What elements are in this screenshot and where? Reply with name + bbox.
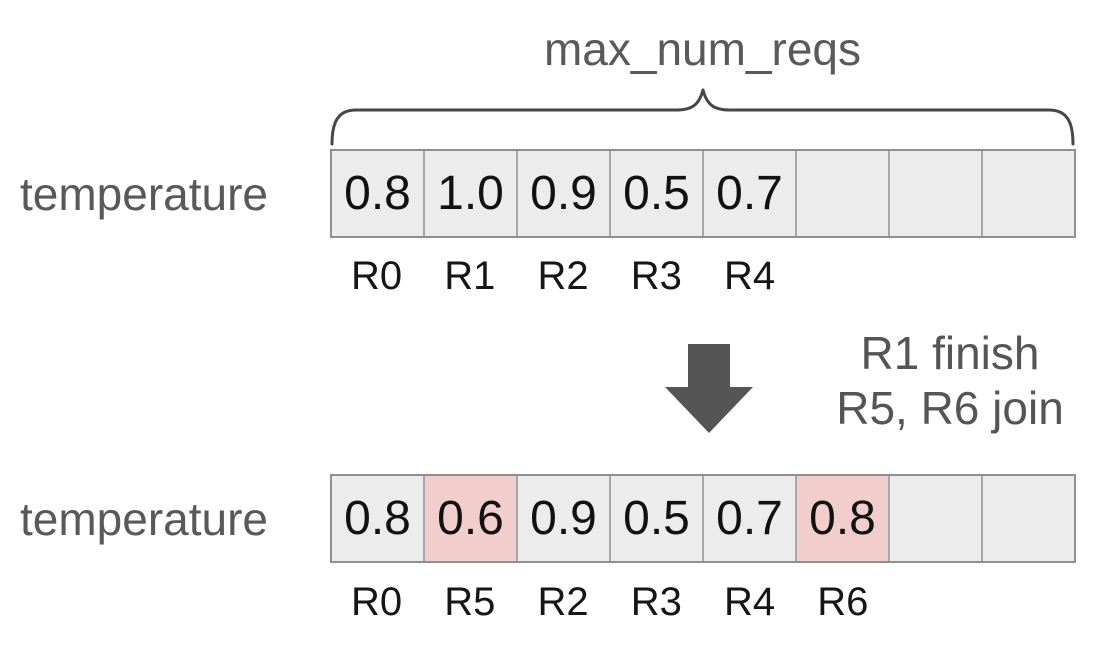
array-cell: 0.8: [332, 476, 425, 561]
array-cell: 0.8: [332, 151, 425, 236]
request-label: R3: [630, 579, 682, 624]
request-label: R4: [724, 579, 776, 624]
array-cell: [797, 151, 890, 236]
array-cell: 0.7: [704, 151, 797, 236]
array-cell: 0.9: [518, 476, 611, 561]
request-label: R5: [444, 579, 496, 624]
request-label: R4: [724, 253, 776, 298]
request-label: R2: [537, 579, 589, 624]
transition-line-2: R5, R6 join: [836, 382, 1064, 434]
array-cell-highlighted: 0.8: [797, 476, 890, 561]
request-label: [983, 576, 1076, 628]
array-cell: [983, 476, 1074, 561]
request-label: [796, 250, 889, 302]
curly-brace-icon: [330, 88, 1075, 146]
request-label: R0: [351, 579, 403, 624]
transition-line-1: R1 finish: [860, 327, 1040, 379]
request-label: R1: [444, 253, 496, 298]
array-cell: [890, 151, 983, 236]
array-cell: [890, 476, 983, 561]
row-label-temperature-bottom: temperature: [20, 492, 269, 545]
array-cell: 0.5: [611, 151, 704, 236]
down-arrow-icon: [665, 344, 753, 433]
row-label-temperature-top: temperature: [20, 167, 269, 220]
request-label: [983, 250, 1076, 302]
max-num-reqs-label: max_num_reqs: [543, 23, 862, 75]
array-cell: 1.0: [425, 151, 518, 236]
array-cell: 0.7: [704, 476, 797, 561]
array-cell: [983, 151, 1074, 236]
request-label: R2: [537, 253, 589, 298]
request-label: R6: [817, 579, 869, 624]
request-labels-after: R0 R5 R2 R3 R4 R6: [330, 576, 1076, 628]
array-cell: 0.9: [518, 151, 611, 236]
transition-text: R1 finish R5, R6 join: [815, 326, 1085, 436]
array-cell-highlighted: 0.6: [425, 476, 518, 561]
request-label: R0: [351, 253, 403, 298]
request-label: [890, 250, 983, 302]
request-label: [890, 576, 983, 628]
request-label: R3: [630, 253, 682, 298]
request-labels-before: R0 R1 R2 R3 R4: [330, 250, 1076, 302]
array-cell: 0.5: [611, 476, 704, 561]
